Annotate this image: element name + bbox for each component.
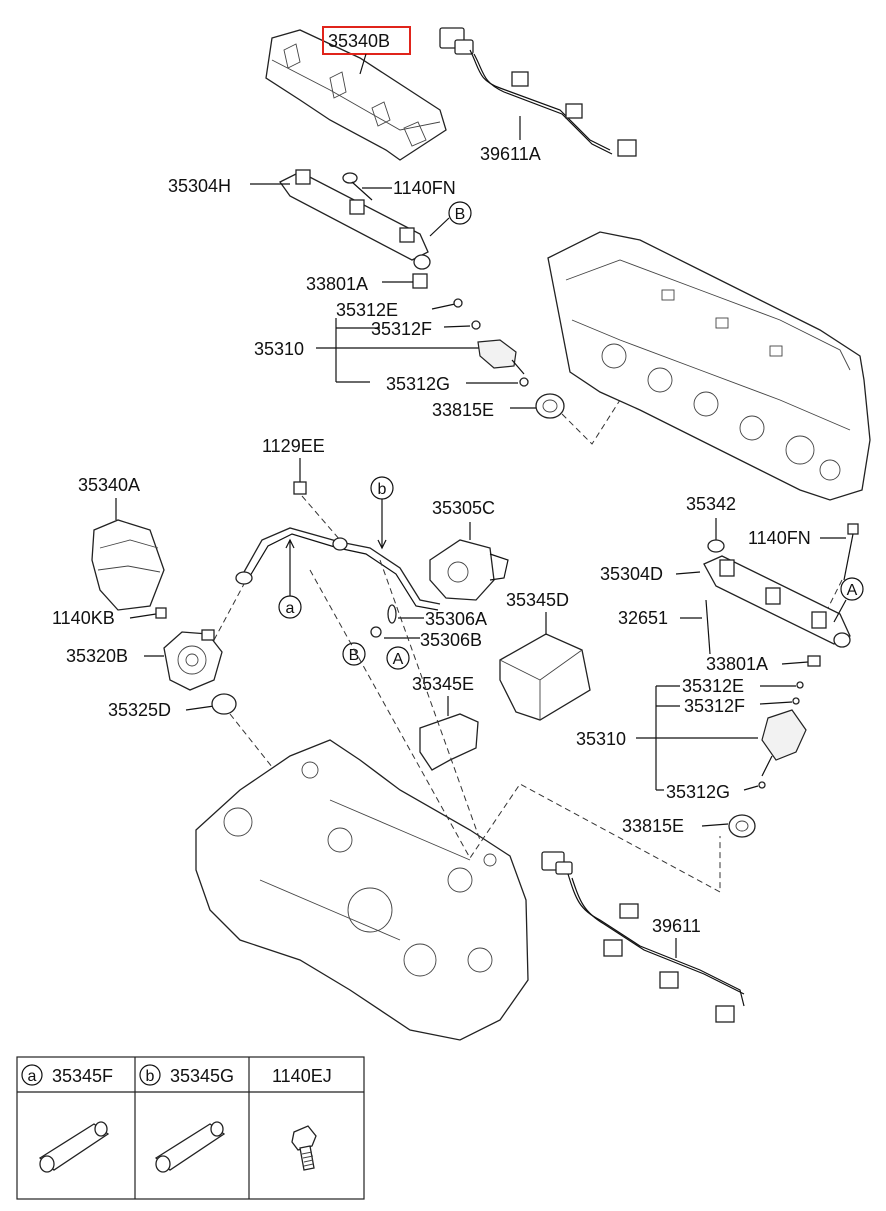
- clip-33801A-right[interactable]: [807, 655, 821, 667]
- label-35304H[interactable]: 35304H: [168, 176, 231, 196]
- label-33815E-right[interactable]: 33815E: [622, 816, 684, 836]
- callout-A-right-text: A: [847, 582, 858, 599]
- label-35325D[interactable]: 35325D: [108, 700, 171, 720]
- label-35340B[interactable]: 35340B: [328, 31, 390, 51]
- callout-B-top: [448, 201, 472, 225]
- table-item-hose-35345F[interactable]: [38, 1121, 110, 1173]
- table-item-bolt-1140EJ[interactable]: [291, 1125, 317, 1171]
- table-header-35345G[interactable]: 35345G: [170, 1066, 234, 1086]
- bolt-1129EE[interactable]: [293, 481, 307, 495]
- wiring-harness-39611A[interactable]: [439, 27, 637, 157]
- fuel-rail-35304D[interactable]: [703, 555, 851, 648]
- table-marker-b-text: b: [146, 1068, 155, 1085]
- label-35320B[interactable]: 35320B: [66, 646, 128, 666]
- callout-b-hose-text: b: [378, 481, 387, 498]
- callout-B-lower-text: B: [349, 647, 360, 664]
- label-35345E[interactable]: 35345E: [412, 674, 474, 694]
- cylinder-head-upper: [547, 231, 871, 501]
- label-35312E-top[interactable]: 35312E: [336, 300, 398, 320]
- table-marker-b: [139, 1064, 161, 1086]
- cover-35340A[interactable]: [91, 519, 165, 611]
- table-item-hose-35345G[interactable]: [154, 1121, 226, 1173]
- fitting-35342[interactable]: [707, 539, 725, 553]
- label-35312F-top[interactable]: 35312F: [371, 319, 432, 339]
- oring-35306A[interactable]: [387, 604, 397, 624]
- label-39611[interactable]: 39611: [652, 916, 701, 936]
- label-35345D[interactable]: 35345D: [506, 590, 569, 610]
- label-35305C[interactable]: 35305C: [432, 498, 495, 518]
- label-35306A[interactable]: 35306A: [425, 609, 487, 629]
- label-33815E-top[interactable]: 33815E: [432, 400, 494, 420]
- label-1140FN-top[interactable]: 1140FN: [393, 178, 456, 198]
- label-35306B[interactable]: 35306B: [420, 630, 482, 650]
- label-33801A-right[interactable]: 33801A: [706, 654, 768, 674]
- oring-35306B[interactable]: [370, 626, 382, 638]
- label-35304D[interactable]: 35304D: [600, 564, 663, 584]
- fuel-line-hp[interactable]: [235, 527, 441, 611]
- parts-table: a 35345F b 35345G 1140EJ: [16, 1056, 365, 1200]
- label-35340A[interactable]: 35340A: [78, 475, 140, 495]
- bolt-1140KB[interactable]: [155, 607, 167, 619]
- label-35312G-right[interactable]: 35312G: [666, 782, 730, 802]
- label-32651[interactable]: 32651: [618, 608, 668, 628]
- label-35312E-right[interactable]: 35312E: [682, 676, 744, 696]
- label-35342[interactable]: 35342: [686, 494, 736, 514]
- table-marker-a: [21, 1064, 43, 1086]
- wiring-harness-39611[interactable]: [541, 851, 745, 1023]
- bolt-1140FN-right[interactable]: [843, 523, 859, 581]
- callout-A-lower: [386, 646, 410, 670]
- engine-block-lower: [195, 739, 529, 1041]
- label-1140KB[interactable]: 1140KB: [52, 608, 115, 628]
- callout-a-hose-text: a: [286, 600, 295, 617]
- label-35310-top[interactable]: 35310: [254, 339, 304, 359]
- label-39611A[interactable]: 39611A: [480, 144, 541, 164]
- callout-B-top-text: B: [455, 206, 466, 223]
- table-header-35345F[interactable]: 35345F: [52, 1066, 113, 1086]
- label-35312G-top[interactable]: 35312G: [386, 374, 450, 394]
- callout-A-lower-text: A: [393, 651, 404, 668]
- pump-35320B[interactable]: [163, 629, 223, 691]
- label-35312F-right[interactable]: 35312F: [684, 696, 745, 716]
- label-1129EE[interactable]: 1129EE: [262, 436, 325, 456]
- highlight-box-35340B: [322, 26, 411, 55]
- cover-35345D[interactable]: [499, 633, 591, 721]
- bolt-1140FN-top[interactable]: [342, 172, 373, 201]
- label-1140FN-right[interactable]: 1140FN: [748, 528, 811, 548]
- table-header-1140EJ[interactable]: 1140EJ: [272, 1066, 332, 1086]
- pump-35305C[interactable]: [429, 539, 509, 601]
- follower-35325D[interactable]: [211, 693, 237, 715]
- pin-32651[interactable]: [705, 599, 711, 655]
- injector-35310-top[interactable]: [477, 339, 525, 375]
- engine-cover-35340B[interactable]: [265, 29, 447, 161]
- label-35310-right[interactable]: 35310: [576, 729, 626, 749]
- injector-35310-right[interactable]: [761, 709, 807, 777]
- label-33801A-top[interactable]: 33801A: [306, 274, 368, 294]
- bracket-35345E[interactable]: [419, 713, 479, 771]
- table-marker-a-text: a: [28, 1068, 37, 1085]
- clip-33801A-top[interactable]: [412, 273, 428, 289]
- seal-33815E-right[interactable]: [728, 814, 756, 838]
- callout-A-right: [840, 577, 864, 601]
- fuel-rail-35304H[interactable]: [279, 169, 431, 270]
- seal-33815E-top[interactable]: [535, 393, 565, 419]
